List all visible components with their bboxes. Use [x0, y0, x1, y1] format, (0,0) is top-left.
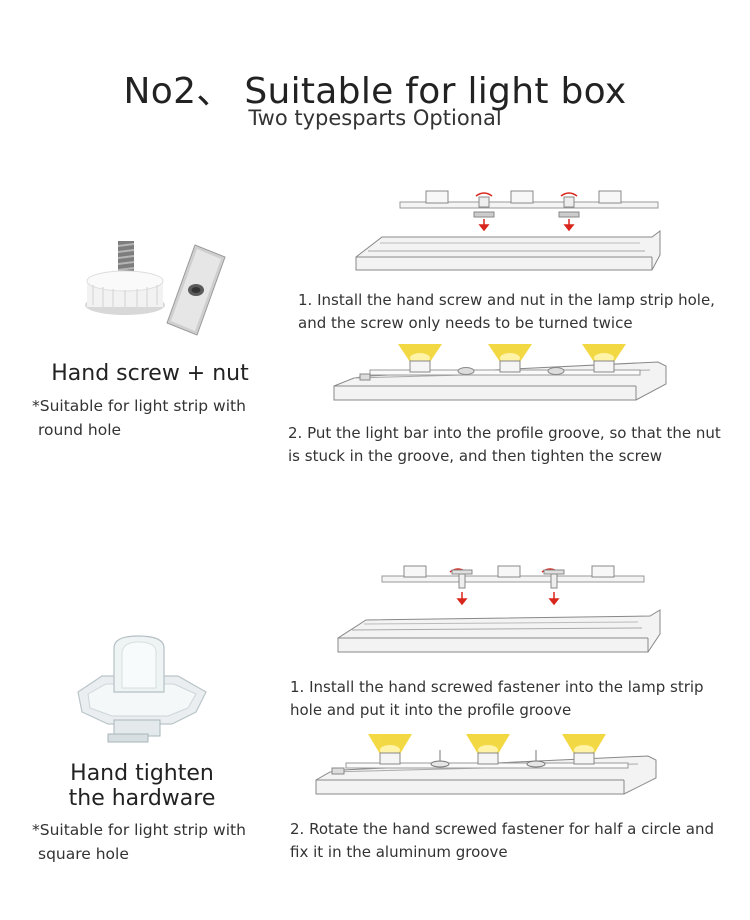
step-line: and the screw only needs to be turned tw… — [298, 314, 633, 332]
step-line: hole and put it into the profile groove — [290, 701, 572, 719]
part-name-line: the hardware — [68, 786, 216, 811]
step-line: 2. Put the light bar into the profile gr… — [288, 424, 721, 442]
step1-fastener-diagram — [337, 565, 661, 653]
step-line: is stuck in the groove, and then tighten… — [288, 447, 662, 465]
part-name-line: Hand tighten — [70, 761, 214, 786]
step1-install-diagram — [355, 190, 661, 271]
step-line: 1. Install the hand screw and nut in the… — [298, 291, 715, 309]
part-note-round-hole: *Suitable for light strip with round hol… — [32, 394, 282, 442]
step-line: fix it in the aluminum groove — [290, 843, 508, 861]
hand-screw-nut-image — [85, 241, 226, 336]
step2-instruction: 2. Put the light bar into the profile gr… — [288, 422, 743, 468]
hand-tighten-hardware-image — [77, 635, 207, 743]
note-line: *Suitable for light strip with — [32, 821, 246, 839]
step-line: 1. Install the hand screwed fastener int… — [290, 678, 704, 696]
page-title: No2、 Suitable for light box — [123, 71, 627, 112]
part-name-hand-screw: Hand screw + nut — [51, 361, 249, 386]
page-subtitle: Two typesparts Optional — [248, 106, 502, 130]
step2-tighten-diagram — [333, 344, 667, 401]
part-note-square-hole: *Suitable for light strip with square ho… — [32, 818, 282, 866]
step1-fastener-instruction: 1. Install the hand screwed fastener int… — [290, 676, 740, 722]
note-line: *Suitable for light strip with — [32, 397, 246, 415]
step2-rotate-diagram — [315, 734, 657, 795]
note-line: round hole — [38, 421, 122, 439]
part-name-hand-tighten: Hand tighten the hardware — [22, 761, 262, 811]
note-line: square hole — [38, 845, 129, 863]
step2-rotate-instruction: 2. Rotate the hand screwed fastener for … — [290, 818, 740, 864]
step-line: 2. Rotate the hand screwed fastener for … — [290, 820, 714, 838]
step1-instruction: 1. Install the hand screw and nut in the… — [298, 289, 738, 335]
